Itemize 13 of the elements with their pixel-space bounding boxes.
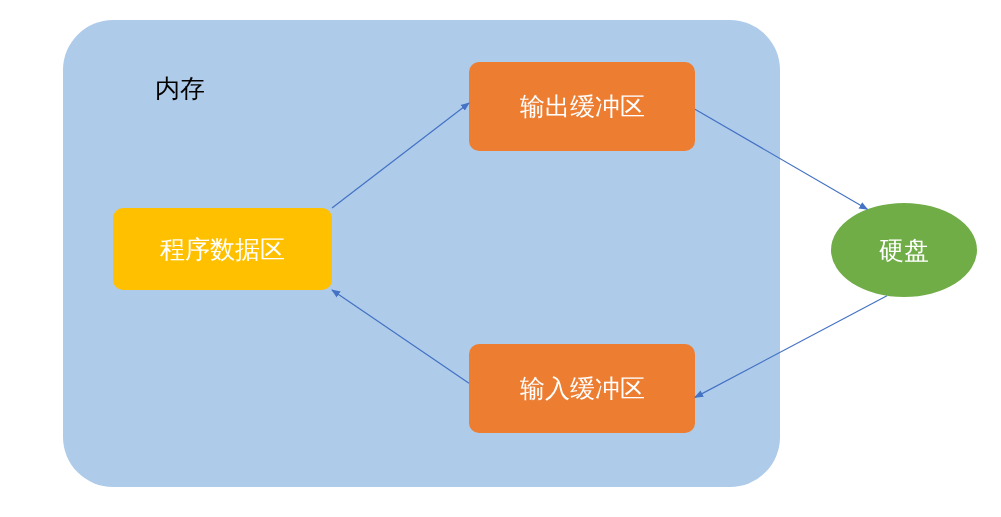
arrow bbox=[694, 108, 869, 210]
node-label: 输出缓冲区 bbox=[519, 91, 645, 123]
region-heading: 内存 bbox=[155, 73, 205, 105]
node-label: 输入缓冲区 bbox=[519, 373, 645, 405]
arrow bbox=[694, 295, 888, 398]
node-label: 硬盘 bbox=[879, 234, 929, 267]
process-box bbox=[469, 344, 695, 433]
node-label: 程序数据区 bbox=[160, 233, 285, 266]
memory-region bbox=[63, 20, 780, 487]
process-box bbox=[113, 208, 332, 290]
arrow bbox=[331, 289, 470, 384]
process-box bbox=[469, 62, 695, 151]
arrow bbox=[331, 102, 470, 209]
